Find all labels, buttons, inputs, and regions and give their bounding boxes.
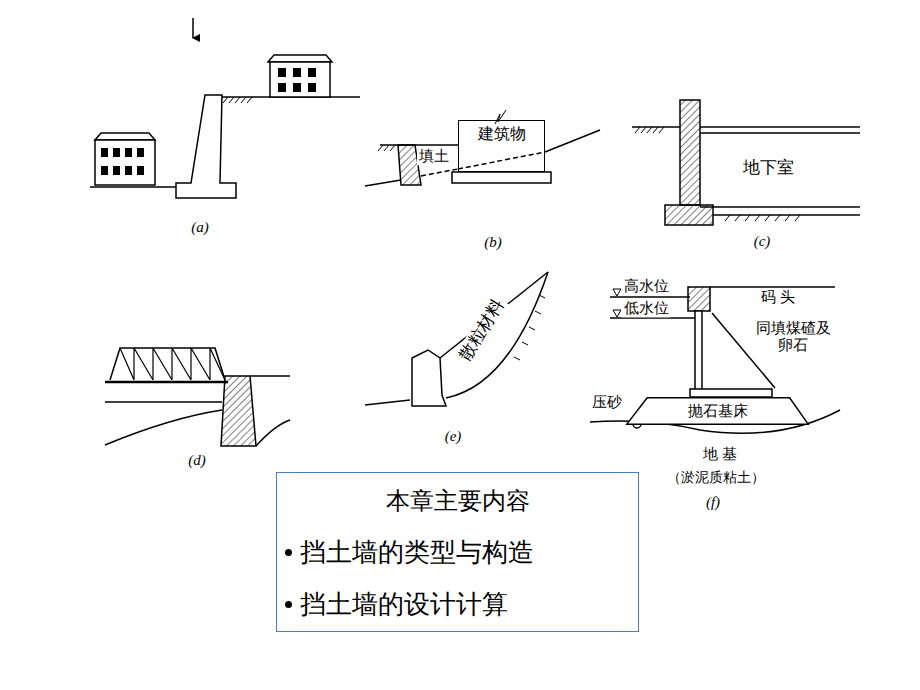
bullet-text: 挡土墙的设计计算 <box>300 589 508 619</box>
part-label: 地下室 <box>741 158 796 178</box>
bullet-item: 挡土墙的类型与构造 <box>285 535 534 570</box>
figure-caption: (b) <box>482 234 504 251</box>
part-label: 地 基 <box>701 446 740 463</box>
figure-caption: (a) <box>189 219 211 236</box>
figure-caption: (c) <box>752 233 773 250</box>
part-label: 填土 <box>417 148 451 165</box>
part-label: （淤泥质粘土） <box>665 469 767 485</box>
part-label: 散粒材料 <box>455 294 510 365</box>
figure-caption: (e) <box>443 428 464 445</box>
content-heading: 本章主要内容 <box>277 473 638 517</box>
bullet-item: 挡土墙的设计计算 <box>285 587 508 622</box>
building-box: 建筑物 <box>458 120 545 172</box>
building-label: 建筑物 <box>476 124 528 145</box>
content-box: 本章主要内容挡土墙的类型与构造挡土墙的设计计算 <box>276 472 639 632</box>
bullet-dot <box>285 549 292 556</box>
bullet-text: 挡土墙的类型与构造 <box>300 537 534 567</box>
figure-caption: (f) <box>704 494 722 511</box>
rubble-bed-label: 抛石基床 <box>625 397 810 425</box>
bullet-dot <box>285 601 292 608</box>
rubble-bed: 抛石基床 <box>625 397 810 425</box>
part-label: 码 头 <box>759 289 798 306</box>
part-label: 同填煤碴及 卵石 <box>750 320 837 355</box>
part-label: 压砂 <box>590 394 624 411</box>
part-label: 高水位 <box>622 278 671 295</box>
part-label: 低水位 <box>622 300 671 317</box>
figure-caption: (d) <box>186 452 208 469</box>
